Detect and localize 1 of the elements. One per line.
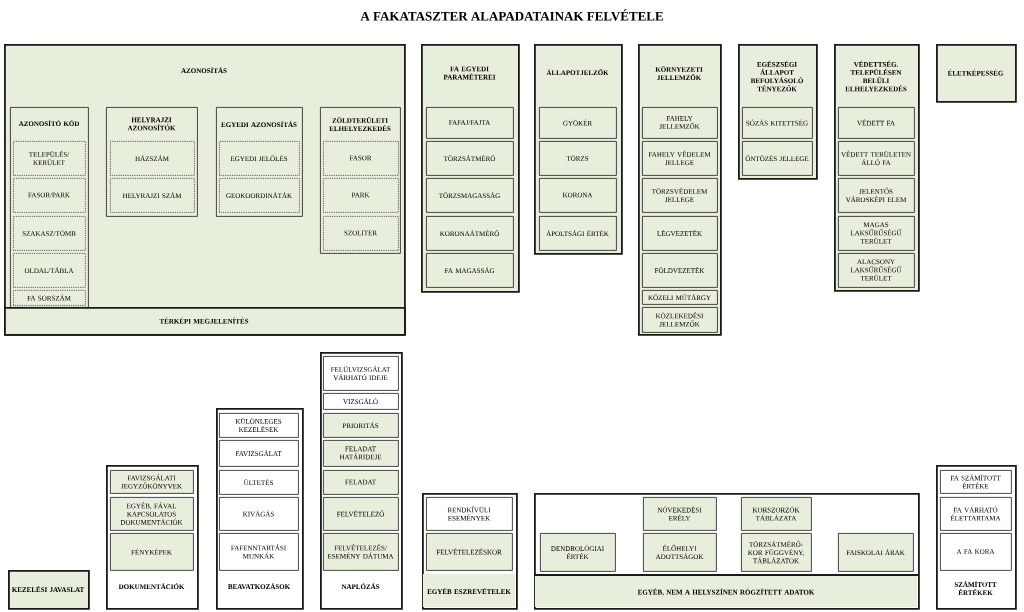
diagram-title: A FAKATASZTER ALAPADATAINAK FELVÉTELE	[360, 9, 663, 21]
